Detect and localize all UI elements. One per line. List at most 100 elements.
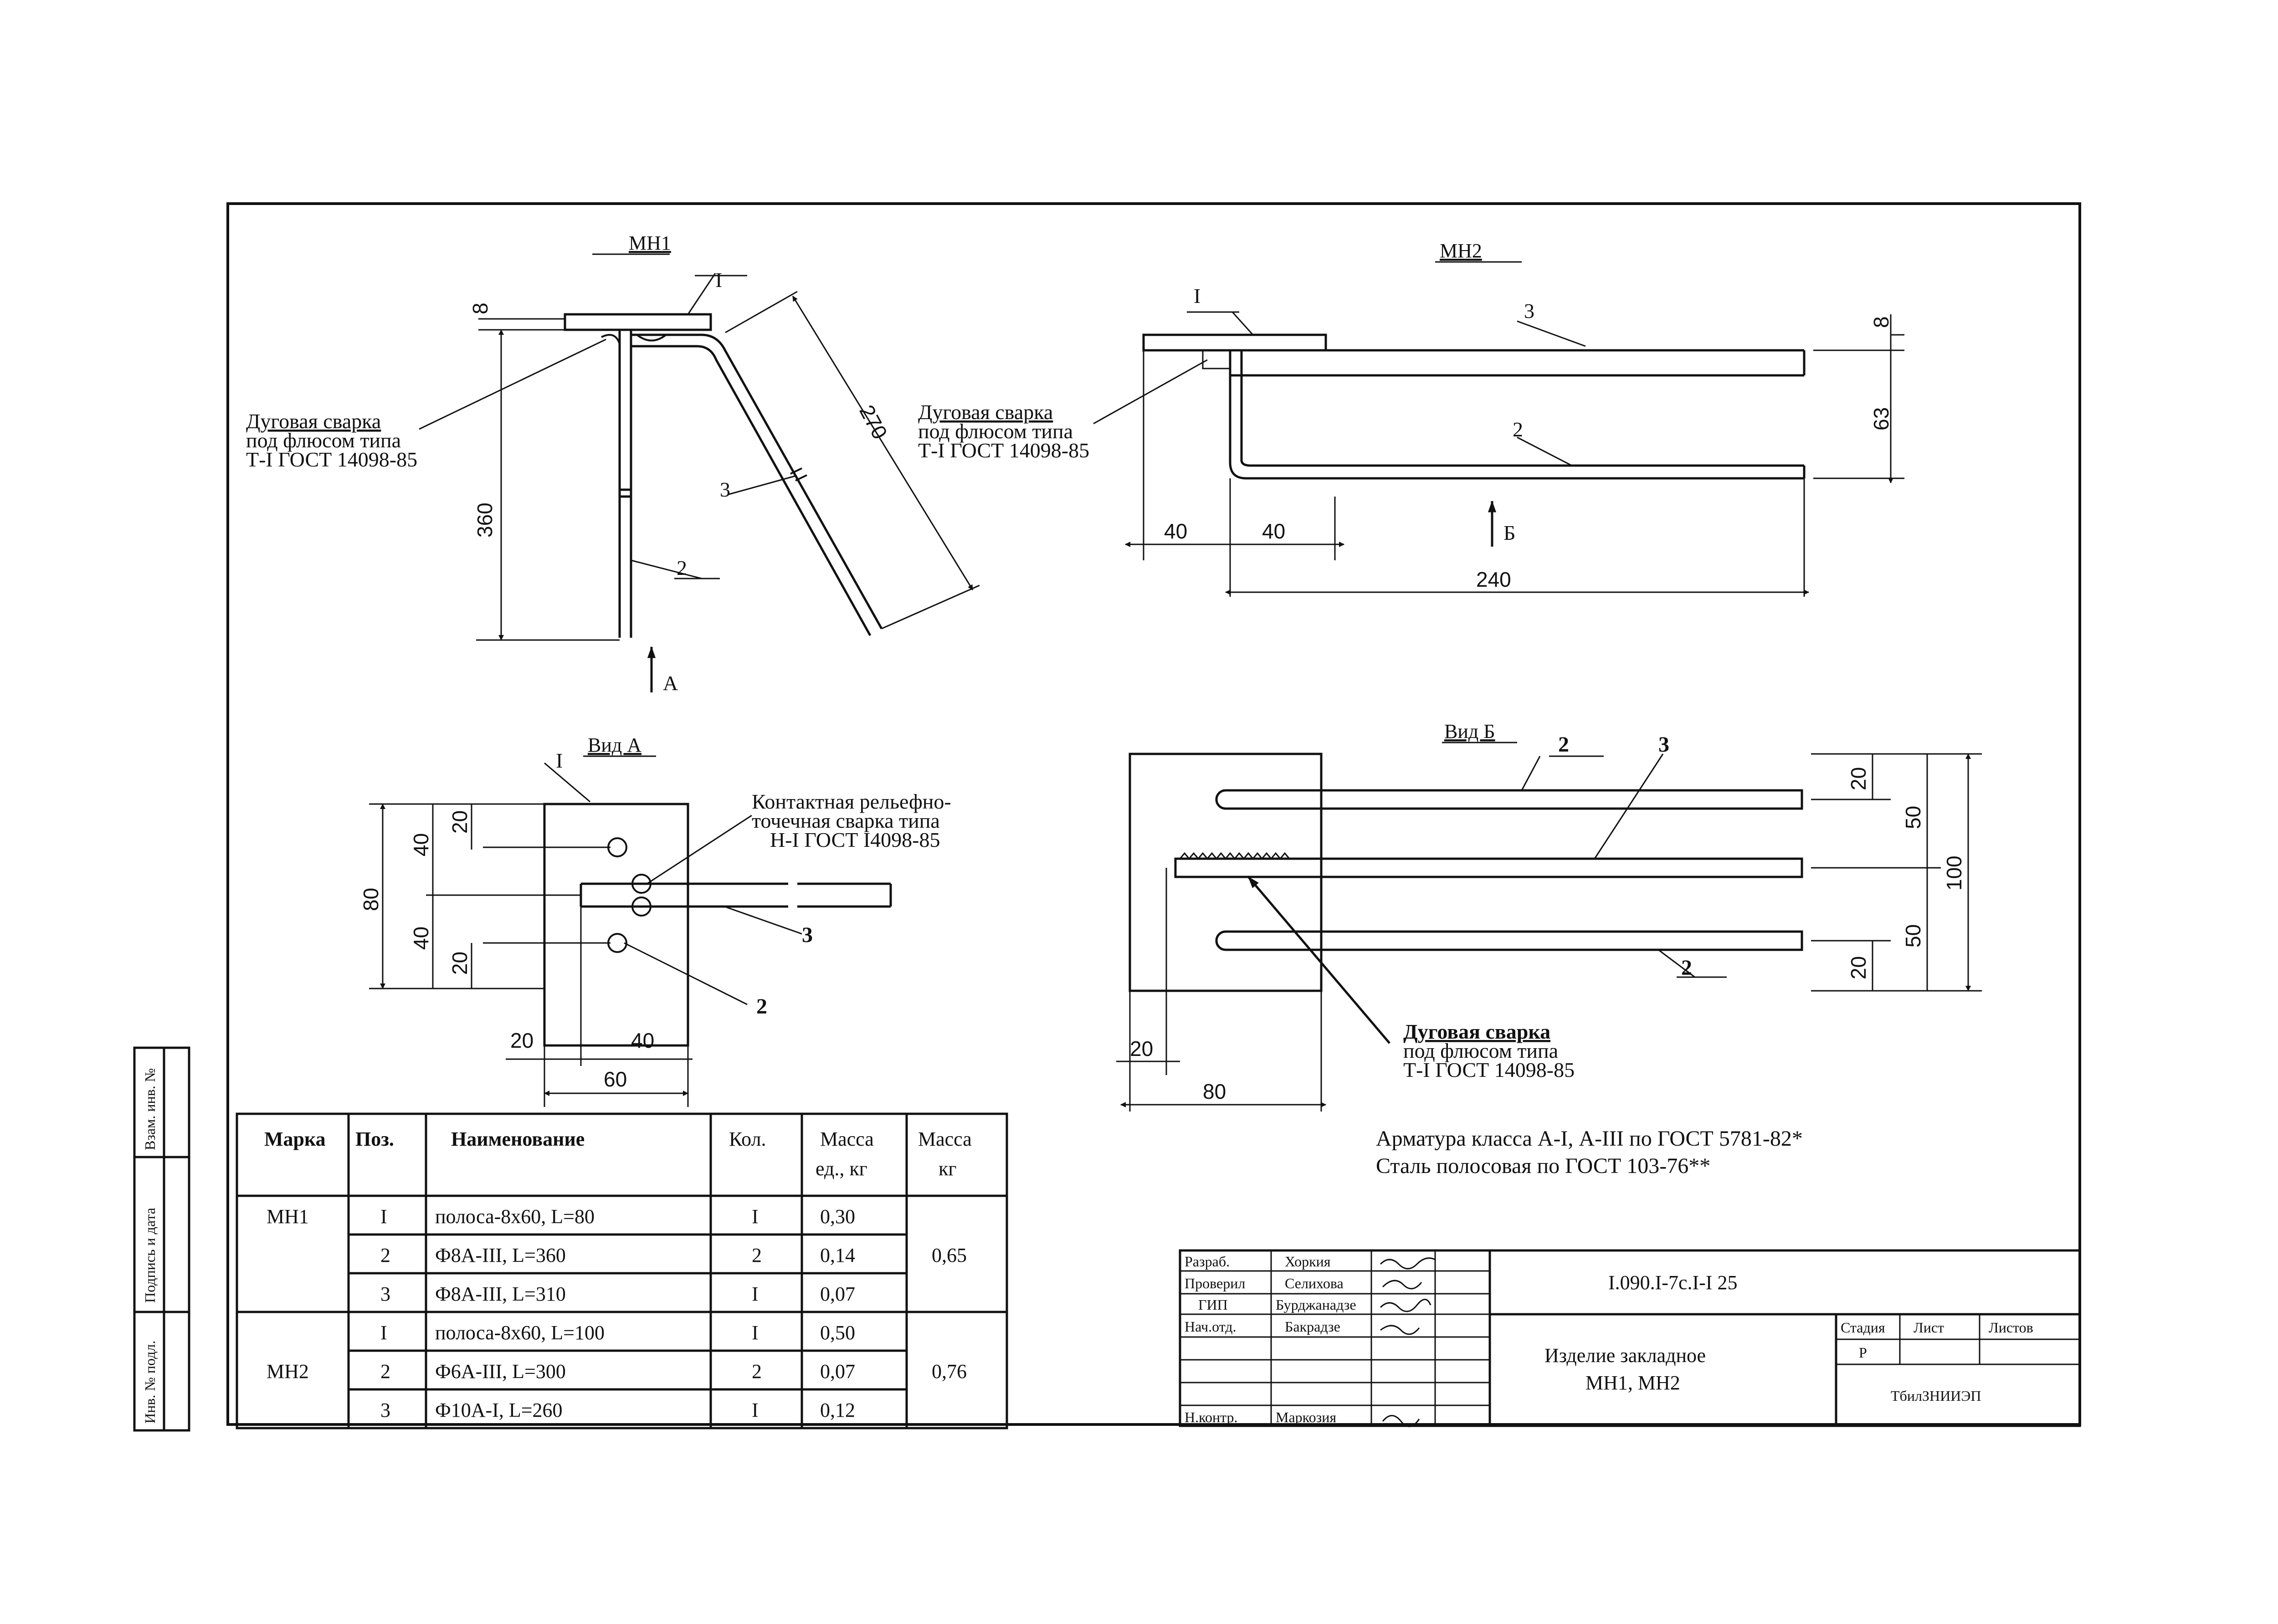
td-qty: I bbox=[752, 1322, 759, 1344]
view-a-dim-20c: 20 bbox=[510, 1029, 534, 1052]
tb-role-4: Нач.отд. bbox=[1185, 1318, 1236, 1335]
mn2-dim-l1: 40 bbox=[1164, 519, 1187, 543]
td-pos: 3 bbox=[380, 1283, 390, 1305]
notes: Арматура класса А-I, А-III по ГОСТ 5781-… bbox=[1376, 1127, 1803, 1178]
contact-weld-1: Контактная рельефно- bbox=[752, 790, 951, 813]
td-mark-mn1: МН1 bbox=[267, 1205, 309, 1228]
view-b-dim-20a: 20 bbox=[1847, 767, 1870, 790]
td-qty: I bbox=[752, 1205, 759, 1228]
view-a-dim-40b: 40 bbox=[409, 927, 433, 950]
mn2-pos-2: 2 bbox=[1513, 418, 1523, 441]
td-pos: 2 bbox=[380, 1360, 390, 1383]
view-b-pos-3: 3 bbox=[1658, 733, 1669, 757]
tb-title-2: МН1, МН2 bbox=[1585, 1372, 1680, 1394]
mn1-dim-thk: 8 bbox=[468, 302, 492, 314]
view-a-pos-2: 2 bbox=[756, 994, 767, 1019]
view-a-dim-20a: 20 bbox=[448, 810, 472, 834]
view-b-labels: 2 3 2 20 50 100 50 20 20 80 Дуговая свар… bbox=[1130, 733, 1966, 1103]
view-b-weld-1: Дуговая сварка bbox=[1403, 1020, 1550, 1043]
side-stamp-labels: Инв. № подл. Подпись и дата Взам. инв. № bbox=[142, 1068, 158, 1424]
view-a-dim-20b: 20 bbox=[448, 952, 472, 975]
view-a-dim-60: 60 bbox=[604, 1067, 627, 1091]
mn1-view: МН1 bbox=[419, 232, 980, 692]
mn2-pos-3: 3 bbox=[1524, 299, 1534, 323]
view-b-pos-2a: 2 bbox=[1558, 733, 1569, 757]
view-a: Вид А bbox=[369, 734, 892, 1107]
mn1-title: МН1 bbox=[629, 232, 671, 254]
mn2-weld-3: Т-I ГОСТ 14098-85 bbox=[918, 439, 1089, 462]
tb-code: I.090.I-7с.I-I 25 bbox=[1608, 1271, 1737, 1294]
view-b-weld-2: под флюсом типа bbox=[1403, 1039, 1558, 1062]
tb-role-1: Разраб. bbox=[1185, 1253, 1230, 1270]
mn2-labels: I 3 2 8 63 40 40 240 Б Дуговая сварка по… bbox=[918, 284, 1893, 591]
view-a-pos-1: I bbox=[556, 749, 563, 772]
th-mark: Марка bbox=[264, 1128, 326, 1150]
th-qty: Кол. bbox=[729, 1128, 766, 1150]
note-line-2: Сталь полосовая по ГОСТ 103-76** bbox=[1376, 1154, 1710, 1178]
th-mass-unit-1: Масса bbox=[820, 1128, 874, 1150]
mn1-labels: I 3 2 8 360 270 А Дуговая сварка под флю… bbox=[246, 268, 892, 695]
td-qty: I bbox=[752, 1283, 759, 1305]
td-pos: I bbox=[380, 1205, 387, 1228]
view-a-dim-h: 80 bbox=[359, 888, 383, 911]
side-stamp-sign: Подпись и дата bbox=[142, 1208, 158, 1303]
side-stamp-repl: Взам. инв. № bbox=[142, 1068, 158, 1150]
td-name: полоса-8х60, L=100 bbox=[435, 1322, 605, 1344]
td-pos: 3 bbox=[380, 1399, 390, 1421]
td-mass: 0,12 bbox=[820, 1399, 855, 1421]
mn2-dim-l2: 40 bbox=[1262, 519, 1285, 543]
spec-table-headers: Марка Поз. Наименование Кол. Масса ед., … bbox=[264, 1128, 972, 1180]
view-b-dim-20c: 20 bbox=[1130, 1037, 1153, 1060]
side-stamp bbox=[133, 1046, 190, 1432]
tb-name-4: Бакрадзе bbox=[1285, 1318, 1340, 1335]
td-pos: I bbox=[380, 1322, 387, 1344]
tb-sheets-h: Листов bbox=[1989, 1319, 2033, 1336]
mn2-dim-len: 240 bbox=[1476, 568, 1511, 591]
mn1-pos-2: 2 bbox=[677, 556, 687, 579]
contact-weld-2: точечная сварка типа bbox=[752, 809, 940, 832]
mn1-pos-3: 3 bbox=[720, 478, 730, 501]
mn1-arrow-a: А bbox=[663, 671, 678, 695]
tb-name-3: Бурджанадзе bbox=[1276, 1296, 1356, 1313]
view-a-pos-3: 3 bbox=[802, 923, 813, 947]
view-b-dim-50b: 50 bbox=[1901, 924, 1925, 948]
tb-stage-h: Стадия bbox=[1841, 1319, 1885, 1336]
sheet-frame bbox=[226, 202, 2081, 1426]
view-b-dim-50a: 50 bbox=[1901, 806, 1925, 829]
mn2-dim-thk: 8 bbox=[1869, 316, 1893, 328]
view-a-labels: I 3 2 80 40 40 20 20 20 40 60 Контактная… bbox=[359, 749, 951, 1091]
td-qty: 2 bbox=[752, 1360, 762, 1383]
mn2-pos-1: I bbox=[1194, 284, 1201, 307]
note-line-1: Арматура класса А-I, А-III по ГОСТ 5781-… bbox=[1376, 1127, 1803, 1151]
view-a-dim-40c: 40 bbox=[631, 1029, 654, 1052]
view-b-dim-20b: 20 bbox=[1847, 956, 1870, 979]
td-name: Ф8А-III, L=310 bbox=[435, 1283, 566, 1305]
tb-stage: Р bbox=[1859, 1344, 1867, 1361]
tb-role-8: Н.контр. bbox=[1185, 1409, 1238, 1425]
side-stamp-inv: Инв. № подл. bbox=[142, 1341, 158, 1424]
tb-role-3: ГИП bbox=[1198, 1296, 1228, 1313]
view-b: Вид Б bbox=[1116, 720, 1982, 1112]
td-pos: 2 bbox=[380, 1244, 390, 1266]
td-total-mn2: 0,76 bbox=[932, 1360, 967, 1383]
td-name: полоса-8х60, L=80 bbox=[435, 1205, 595, 1228]
td-qty: 2 bbox=[752, 1244, 762, 1266]
mn2-arrow-b: Б bbox=[1503, 521, 1515, 544]
mn2-view: МН2 bbox=[1093, 240, 1904, 597]
view-a-title: Вид А bbox=[588, 734, 641, 756]
mn2-weld-2: под флюсом типа bbox=[918, 420, 1073, 443]
title-block bbox=[1179, 1249, 2081, 1427]
view-b-dim-80: 80 bbox=[1203, 1080, 1226, 1103]
td-name: Ф6А-III, L=300 bbox=[435, 1360, 566, 1383]
tb-sheet-h: Лист bbox=[1914, 1319, 1944, 1336]
view-b-dim-100: 100 bbox=[1942, 856, 1966, 891]
title-block-text: Разраб. Хоркия Проверил Селихова ГИП Бур… bbox=[1185, 1253, 2033, 1425]
td-mass: 0,14 bbox=[820, 1244, 855, 1266]
mn2-title: МН2 bbox=[1440, 240, 1482, 262]
view-b-pos-2b: 2 bbox=[1681, 956, 1692, 980]
tb-title-1: Изделие закладное bbox=[1544, 1344, 1706, 1367]
th-name: Наименование bbox=[451, 1128, 585, 1150]
td-mass: 0,07 bbox=[820, 1283, 855, 1305]
mn2-dim-h: 63 bbox=[1869, 407, 1893, 430]
